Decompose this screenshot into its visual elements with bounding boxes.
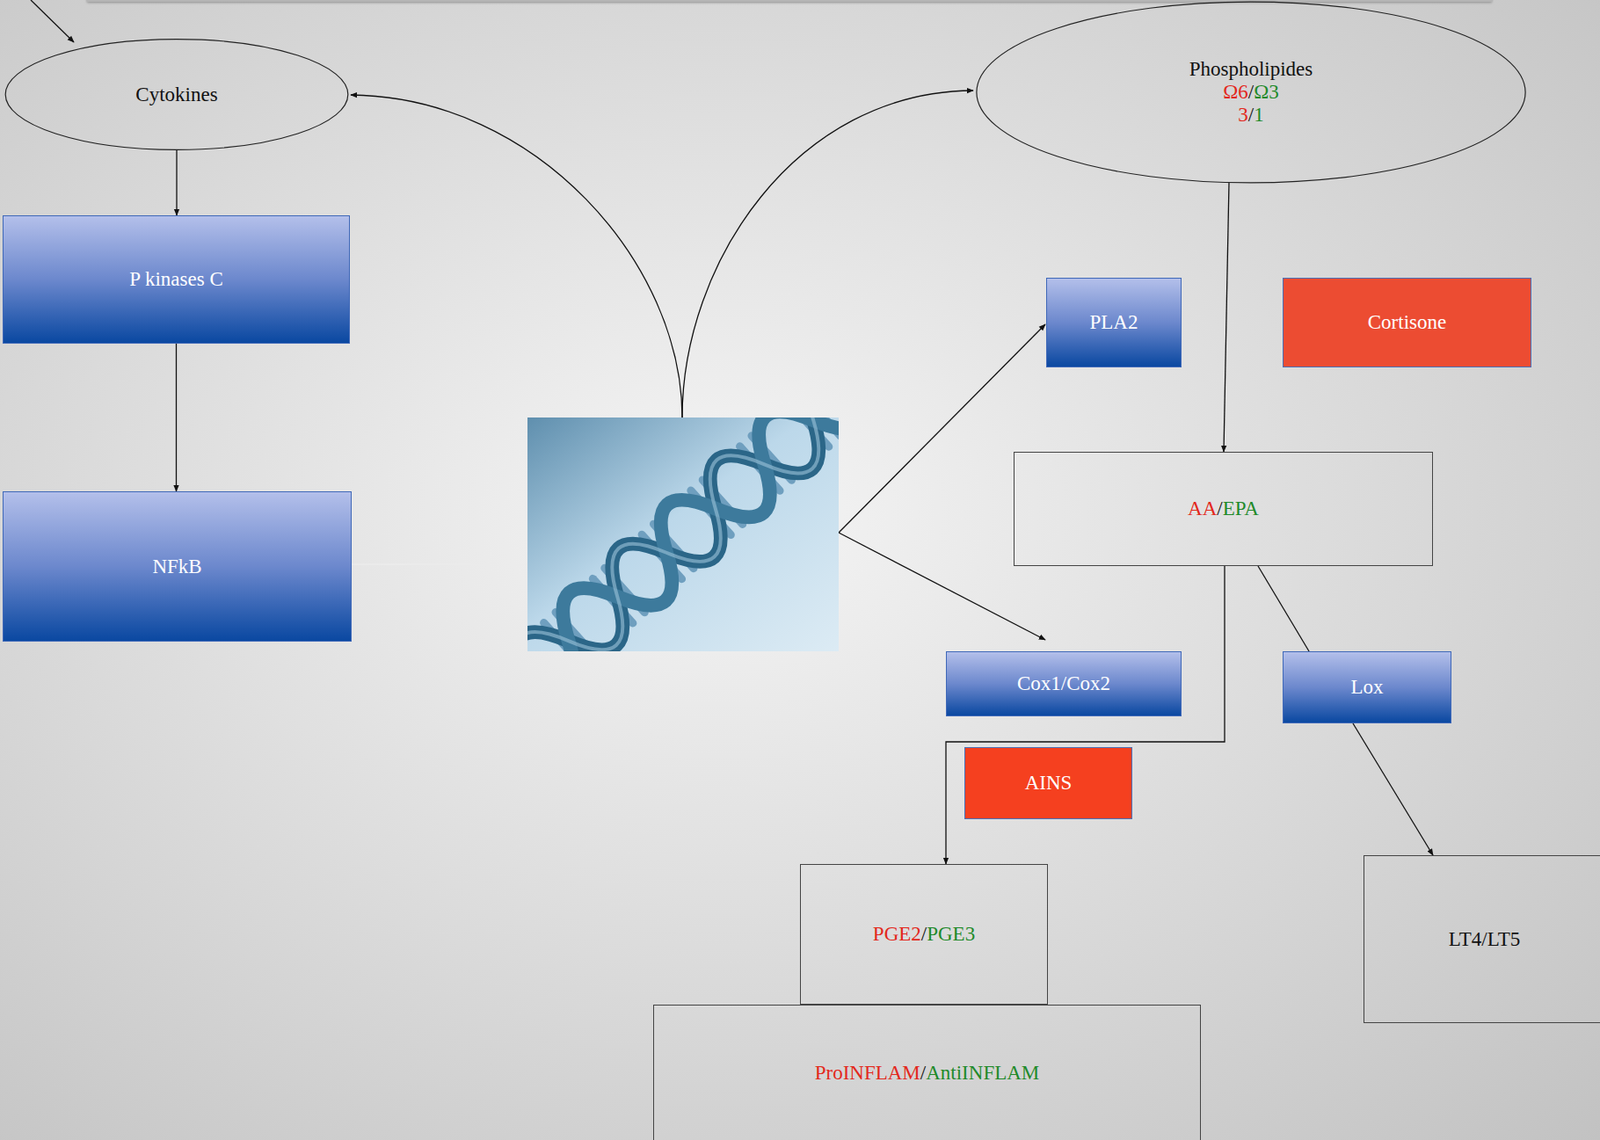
product-box: PGE2/PGE3 [800, 864, 1048, 1005]
process-box: NFkB [2, 491, 352, 642]
node-content: PhospholipidesΩ6/Ω33/1 [1189, 58, 1314, 127]
text-line: NFkB [152, 555, 202, 579]
node-label: EPA [1222, 497, 1259, 520]
node-label: LT4/LT5 [1448, 928, 1520, 951]
text-line: 3/1 [1237, 103, 1264, 127]
node-label: Cortisone [1367, 311, 1447, 334]
node-label: PLA2 [1090, 311, 1139, 334]
text-line: Phospholipides [1189, 58, 1314, 81]
ellipse-outline [976, 1, 1526, 183]
node-label: / [1216, 497, 1222, 520]
dna-illustration [495, 349, 887, 712]
flow-connector [945, 566, 1225, 865]
faint-link [351, 563, 528, 566]
node-content: Cox1/Cox2 [1017, 672, 1111, 696]
flow-connector [175, 343, 177, 492]
text-line: P kinases C [129, 268, 224, 291]
product-box: LT4/LT5 [1363, 855, 1600, 1024]
node-content: AINS [1025, 771, 1073, 795]
dna-arrow [350, 94, 683, 418]
enzyme-box: Cox1/Cox2 [945, 651, 1182, 717]
node-label: AA [1187, 497, 1217, 520]
node-label: 1 [1253, 103, 1265, 126]
node-label: Cytokines [135, 83, 218, 106]
metabolite-box: AA/EPA [1013, 451, 1433, 567]
text-line: Lox [1350, 676, 1383, 699]
node-content: Cortisone [1367, 311, 1447, 335]
node-label: / [921, 923, 927, 946]
node-label: AINS [1025, 771, 1073, 794]
node-content: Lox [1350, 676, 1383, 699]
node-content: P kinases C [129, 268, 224, 291]
ellipse-node: PhospholipidesΩ6/Ω33/1 [974, 0, 1528, 184]
node-label: P kinases C [129, 268, 224, 291]
text-line: Cox1/Cox2 [1017, 672, 1111, 696]
top-band [87, 0, 1492, 2]
text-line: ProINFLAM/AntiINFLAM [814, 1061, 1040, 1085]
node-label: Cox1/Cox2 [1017, 672, 1111, 695]
flow-connector [1258, 566, 1310, 652]
process-box: P kinases C [2, 215, 350, 344]
node-label: AntiINFLAM [925, 1061, 1040, 1084]
text-line: PGE2/PGE3 [872, 923, 975, 946]
text-line: Ω6/Ω3 [1222, 80, 1280, 104]
text-line: Cytokines [135, 83, 218, 107]
node-label: Ω3 [1253, 80, 1280, 103]
node-label: / [920, 1061, 926, 1084]
node-label: Lox [1350, 676, 1383, 699]
dna-arrow [682, 90, 974, 418]
node-label: / [1248, 80, 1254, 103]
text-line: PLA2 [1090, 311, 1139, 335]
node-content: PGE2/PGE3 [872, 923, 975, 946]
node-label: ProINFLAM [814, 1061, 921, 1084]
drug-box: AINS [964, 747, 1133, 820]
node-content: PLA2 [1090, 311, 1139, 335]
node-content: Cytokines [135, 83, 218, 107]
node-label: Ω6 [1222, 80, 1249, 103]
flow-connector [175, 150, 177, 216]
text-line: Cortisone [1367, 311, 1447, 335]
ellipse-node: Cytokines [4, 38, 350, 151]
enzyme-box: PLA2 [1046, 277, 1182, 368]
node-content: ProINFLAM/AntiINFLAM [814, 1061, 1040, 1085]
drug-box: Cortisone [1282, 277, 1532, 368]
text-line: LT4/LT5 [1448, 928, 1520, 952]
node-label: 3 [1237, 103, 1249, 126]
text-line: AA/EPA [1187, 497, 1259, 521]
text-line: AINS [1025, 771, 1073, 795]
ellipse-outline [5, 39, 349, 151]
incoming-arrow [30, 0, 74, 43]
node-label: NFkB [152, 555, 202, 578]
enzyme-box: Lox [1282, 651, 1452, 724]
flow-connector [1223, 182, 1230, 452]
node-content: AA/EPA [1187, 497, 1259, 521]
node-content: NFkB [152, 555, 202, 579]
node-label: PGE3 [926, 923, 975, 946]
flow-connector [1352, 723, 1433, 856]
node-label: PGE2 [872, 923, 922, 946]
node-content: LT4/LT5 [1448, 928, 1520, 952]
effect-box: ProINFLAM/AntiINFLAM [653, 1004, 1201, 1140]
node-label: Phospholipides [1189, 58, 1314, 80]
node-label: / [1248, 103, 1254, 126]
